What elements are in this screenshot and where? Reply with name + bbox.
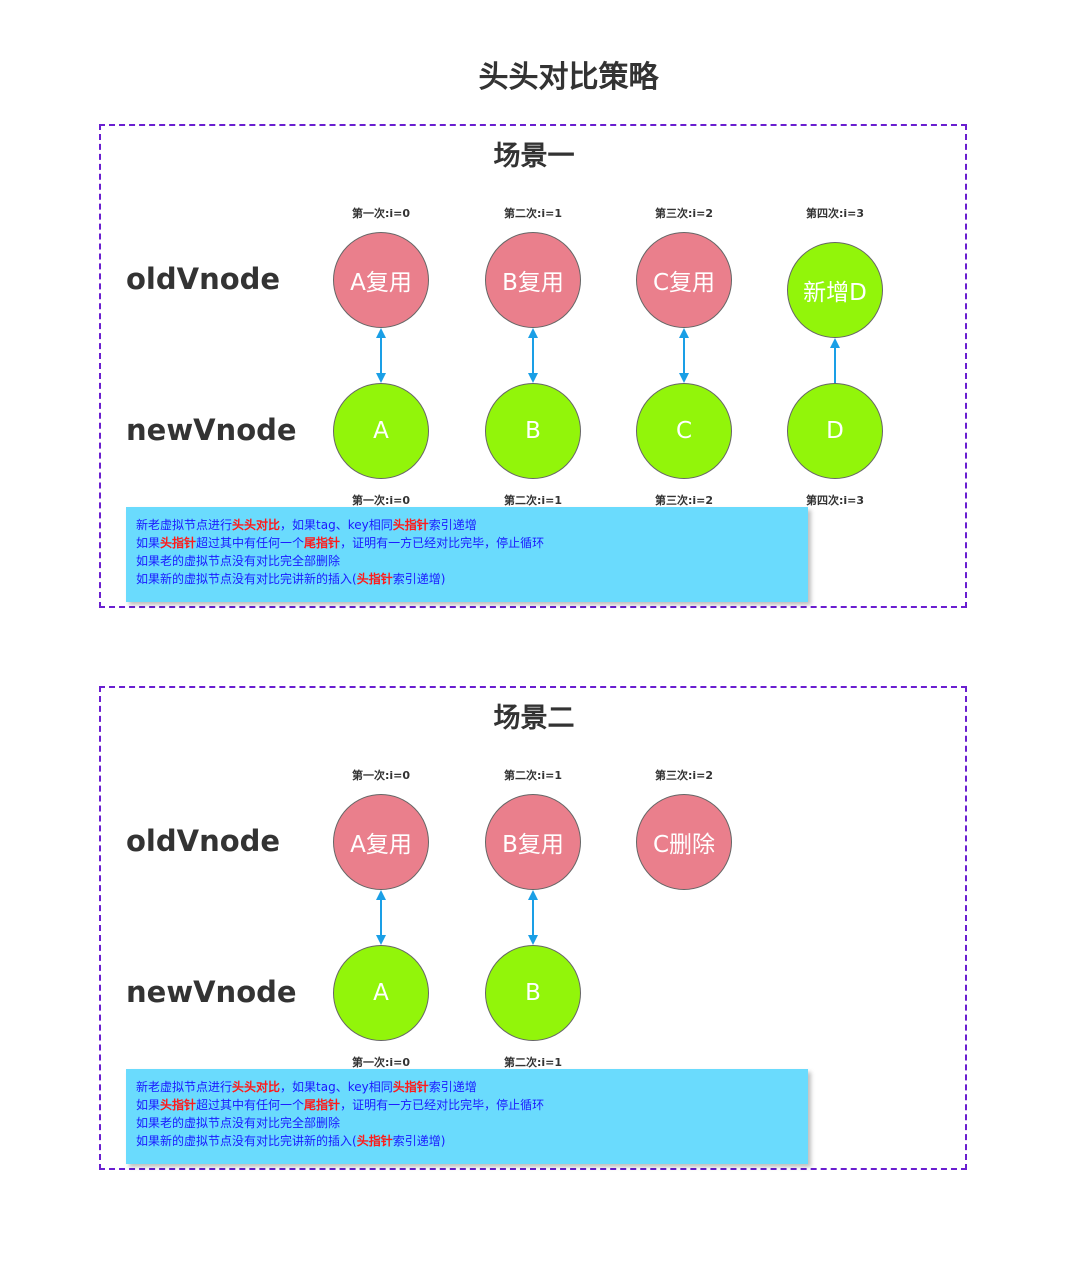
page-title: 头头对比策略 — [478, 60, 659, 95]
new-vnode-label: newVnode — [126, 413, 297, 447]
note-text: 新老虚拟节点进行 — [136, 1080, 233, 1094]
old-vnode-label: oldVnode — [126, 262, 281, 296]
note-text: ，如果tag、key相同 — [280, 518, 393, 532]
old-step-label: 第四次:i=3 — [805, 207, 865, 220]
new-vnode-label: newVnode — [126, 975, 297, 1009]
new-step-label: 第四次:i=3 — [805, 494, 865, 507]
new-step-label: 第三次:i=2 — [654, 494, 714, 507]
note-line: 如果头指针超过其中有任何一个尾指针，证明有一方已经对比完毕，停止循环 — [136, 534, 798, 552]
old-node: C删除 — [636, 794, 732, 890]
note-line: 如果新的虚拟节点没有对比完讲新的插入(头指针索引递增) — [136, 570, 798, 588]
note-line: 如果老的虚拟节点没有对比完全部删除 — [136, 552, 798, 570]
note-text: 索引递增) — [392, 1134, 446, 1148]
note-text: 新老虚拟节点进行 — [136, 518, 233, 532]
note-highlight: 头指针 — [356, 1134, 393, 1148]
old-step-label: 第三次:i=2 — [654, 769, 714, 782]
explanation-note: 新老虚拟节点进行头头对比，如果tag、key相同头指针索引递增如果头指针超过其中… — [126, 1069, 808, 1164]
new-step-label: 第一次:i=0 — [351, 494, 411, 507]
note-highlight: 头指针 — [160, 536, 197, 550]
note-highlight: 尾指针 — [304, 1098, 341, 1112]
old-node: B复用 — [485, 794, 581, 890]
note-highlight: 头头对比 — [232, 1080, 281, 1094]
note-text: 索引递增 — [428, 1080, 477, 1094]
old-vnode-label: oldVnode — [126, 824, 281, 858]
note-text: 超过其中有任何一个 — [196, 536, 305, 550]
note-text: 如果新的虚拟节点没有对比完讲新的插入( — [136, 1134, 357, 1148]
new-node: C — [636, 383, 732, 479]
note-highlight: 头指针 — [392, 518, 429, 532]
note-line: 新老虚拟节点进行头头对比，如果tag、key相同头指针索引递增 — [136, 516, 798, 534]
old-node: C复用 — [636, 232, 732, 328]
note-text: ，如果tag、key相同 — [280, 1080, 393, 1094]
note-highlight: 头指针 — [392, 1080, 429, 1094]
new-node: B — [485, 945, 581, 1041]
note-line: 新老虚拟节点进行头头对比，如果tag、key相同头指针索引递增 — [136, 1078, 798, 1096]
note-line: 如果老的虚拟节点没有对比完全部删除 — [136, 1114, 798, 1132]
note-text: 超过其中有任何一个 — [196, 1098, 305, 1112]
note-highlight: 头指针 — [160, 1098, 197, 1112]
new-step-label: 第一次:i=0 — [351, 1056, 411, 1069]
note-highlight: 尾指针 — [304, 536, 341, 550]
old-node: 新增D — [787, 242, 883, 338]
old-step-label: 第一次:i=0 — [351, 207, 411, 220]
note-text: 索引递增 — [428, 518, 477, 532]
connector-layer — [376, 328, 840, 383]
note-text: 如果 — [136, 1098, 161, 1112]
scene-frame: 场景二 oldVnode newVnode 第一次:i=0 第二次:i=1 第三次:i=2… — [99, 686, 967, 1170]
note-line: 如果新的虚拟节点没有对比完讲新的插入(头指针索引递增) — [136, 1132, 798, 1150]
new-node: A — [333, 945, 429, 1041]
note-text: 如果新的虚拟节点没有对比完讲新的插入( — [136, 572, 357, 586]
note-text: 如果 — [136, 536, 161, 550]
old-step-label: 第一次:i=0 — [351, 769, 411, 782]
old-step-label: 第二次:i=1 — [503, 207, 563, 220]
new-node: D — [787, 383, 883, 479]
new-step-label: 第二次:i=1 — [503, 1056, 563, 1069]
connector-layer — [376, 890, 538, 945]
old-node: B复用 — [485, 232, 581, 328]
note-highlight: 头头对比 — [232, 518, 281, 532]
scene-title: 场景二 — [493, 703, 575, 734]
scene-title: 场景一 — [493, 141, 575, 172]
old-node: A复用 — [333, 794, 429, 890]
old-node: A复用 — [333, 232, 429, 328]
note-text: 索引递增) — [392, 572, 446, 586]
note-line: 如果头指针超过其中有任何一个尾指针，证明有一方已经对比完毕，停止循环 — [136, 1096, 798, 1114]
old-step-label: 第三次:i=2 — [654, 207, 714, 220]
note-text: ，证明有一方已经对比完毕，停止循环 — [340, 1098, 545, 1112]
note-text: 如果老的虚拟节点没有对比完全部删除 — [136, 1116, 341, 1130]
note-text: 如果老的虚拟节点没有对比完全部删除 — [136, 554, 341, 568]
new-step-label: 第二次:i=1 — [503, 494, 563, 507]
explanation-note: 新老虚拟节点进行头头对比，如果tag、key相同头指针索引递增如果头指针超过其中… — [126, 507, 808, 602]
new-node: A — [333, 383, 429, 479]
new-node: B — [485, 383, 581, 479]
note-text: ，证明有一方已经对比完毕，停止循环 — [340, 536, 545, 550]
old-step-label: 第二次:i=1 — [503, 769, 563, 782]
scene-frame: 场景一 oldVnode newVnode 第一次:i=0 第二次:i=1 第三次:i=2… — [99, 124, 967, 608]
note-highlight: 头指针 — [356, 572, 393, 586]
